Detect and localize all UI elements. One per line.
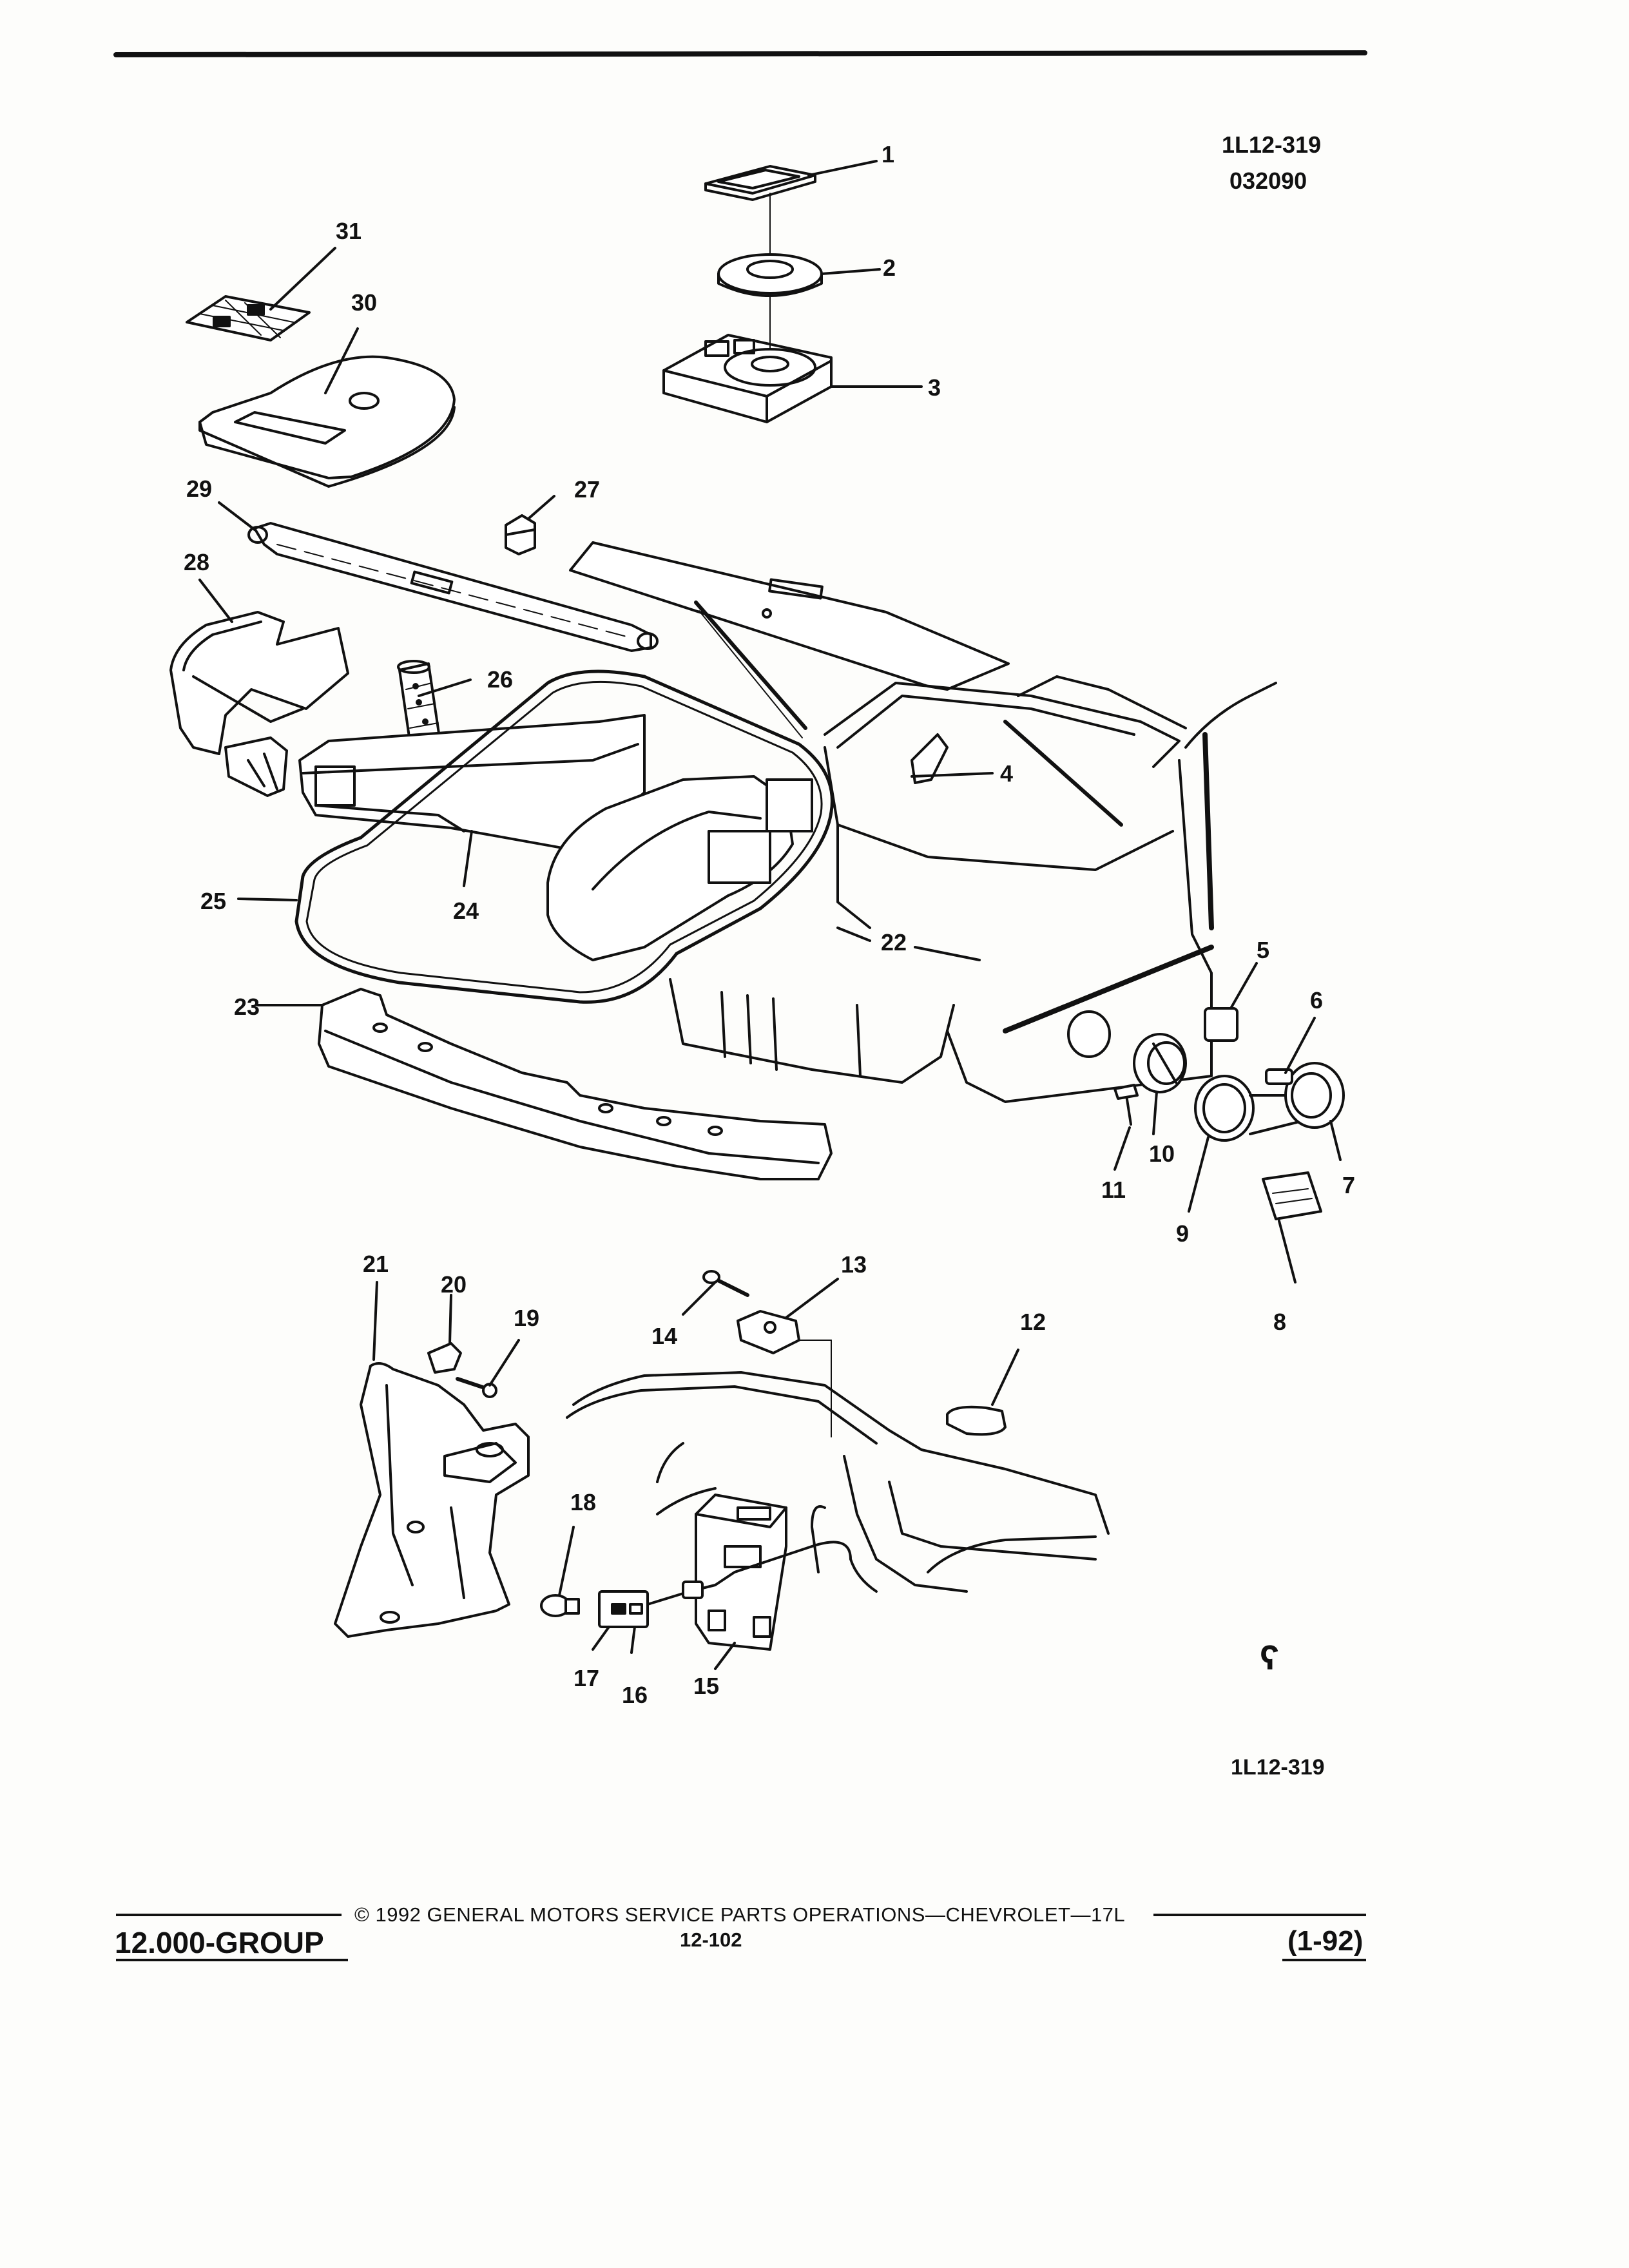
part-25-weatherstrip [294,669,834,1004]
header-rule [113,50,1367,57]
part-17-lamp-socket [598,1590,649,1628]
trunk-body [546,541,1277,1103]
callout-20: 20 [440,1271,467,1298]
footer-revision: (1-92) [1287,1925,1364,1957]
callout-30: 30 [351,289,378,316]
part-23-bumper [318,988,833,1180]
leader-lines [198,160,1342,1670]
callout-18: 18 [570,1489,597,1515]
part-16-harness [646,1541,878,1606]
part-19-screw [456,1377,497,1398]
callout-31: 31 [335,218,362,244]
callout-7: 7 [1342,1172,1356,1198]
part-15-bracket [695,1494,787,1651]
callout-10: 10 [1148,1140,1175,1167]
callout-11: 11 [1101,1177,1126,1203]
part-29-sill-plate [247,522,659,652]
callout-29: 29 [186,476,213,502]
footer-group: 12.000-GROUP [115,1926,324,1959]
part-28-side-trim [169,611,349,797]
part-20-clip [427,1342,462,1374]
part-12-pad [946,1405,1007,1436]
callout-9: 9 [1175,1220,1190,1247]
footer-copyright: © 1992 GENERAL MOTORS SERVICE PARTS OPER… [354,1903,1126,1926]
callout-6: 6 [1309,987,1324,1014]
callout-17: 17 [573,1665,600,1691]
callout-14: 14 [651,1323,678,1349]
callout-8: 8 [1273,1309,1287,1335]
callout-1: 1 [881,141,895,168]
part-13-latch [737,1310,800,1354]
part-10-filler-housing [1133,1033,1187,1093]
part-1-pad [704,165,816,201]
callout-4: 4 [999,760,1014,787]
part-21-quarter-trim [334,1362,530,1638]
diagram-code: 1L12-319 [1222,131,1322,158]
part-31-label [186,295,311,341]
part-27-clip [505,514,536,555]
part-5-bumper-block [1204,1007,1239,1042]
part-11-screw [1113,1084,1139,1126]
callout-23: 23 [233,994,260,1020]
lower-trunk-body [566,1340,1110,1593]
callout-22: 22 [880,929,907,956]
callout-28: 28 [183,549,210,575]
figure-code-bottom: 1L12-319 [1231,1755,1325,1780]
callout-3: 3 [927,374,941,401]
part-8-label [1262,1171,1322,1220]
callout-2: 2 [882,255,896,281]
footer-page-number: 12-102 [680,1928,742,1951]
part-30-cover [198,355,456,488]
callout-21: 21 [362,1251,389,1277]
callout-13: 13 [840,1251,867,1278]
callout-27: 27 [574,476,601,503]
part-9-ring [1194,1075,1303,1142]
callout-5: 5 [1256,937,1270,963]
part-14-bolt [702,1270,749,1297]
callout-16: 16 [621,1682,648,1708]
gm-mark-icon: ʕ [1260,1639,1280,1677]
callout-12: 12 [1019,1309,1046,1335]
part-18-bulb [540,1594,580,1617]
callout-19: 19 [513,1305,540,1331]
date-code: 032090 [1229,168,1307,194]
callout-25: 25 [200,888,227,914]
callout-24: 24 [452,898,479,924]
callout-26: 26 [487,666,514,693]
callout-15: 15 [693,1673,720,1699]
